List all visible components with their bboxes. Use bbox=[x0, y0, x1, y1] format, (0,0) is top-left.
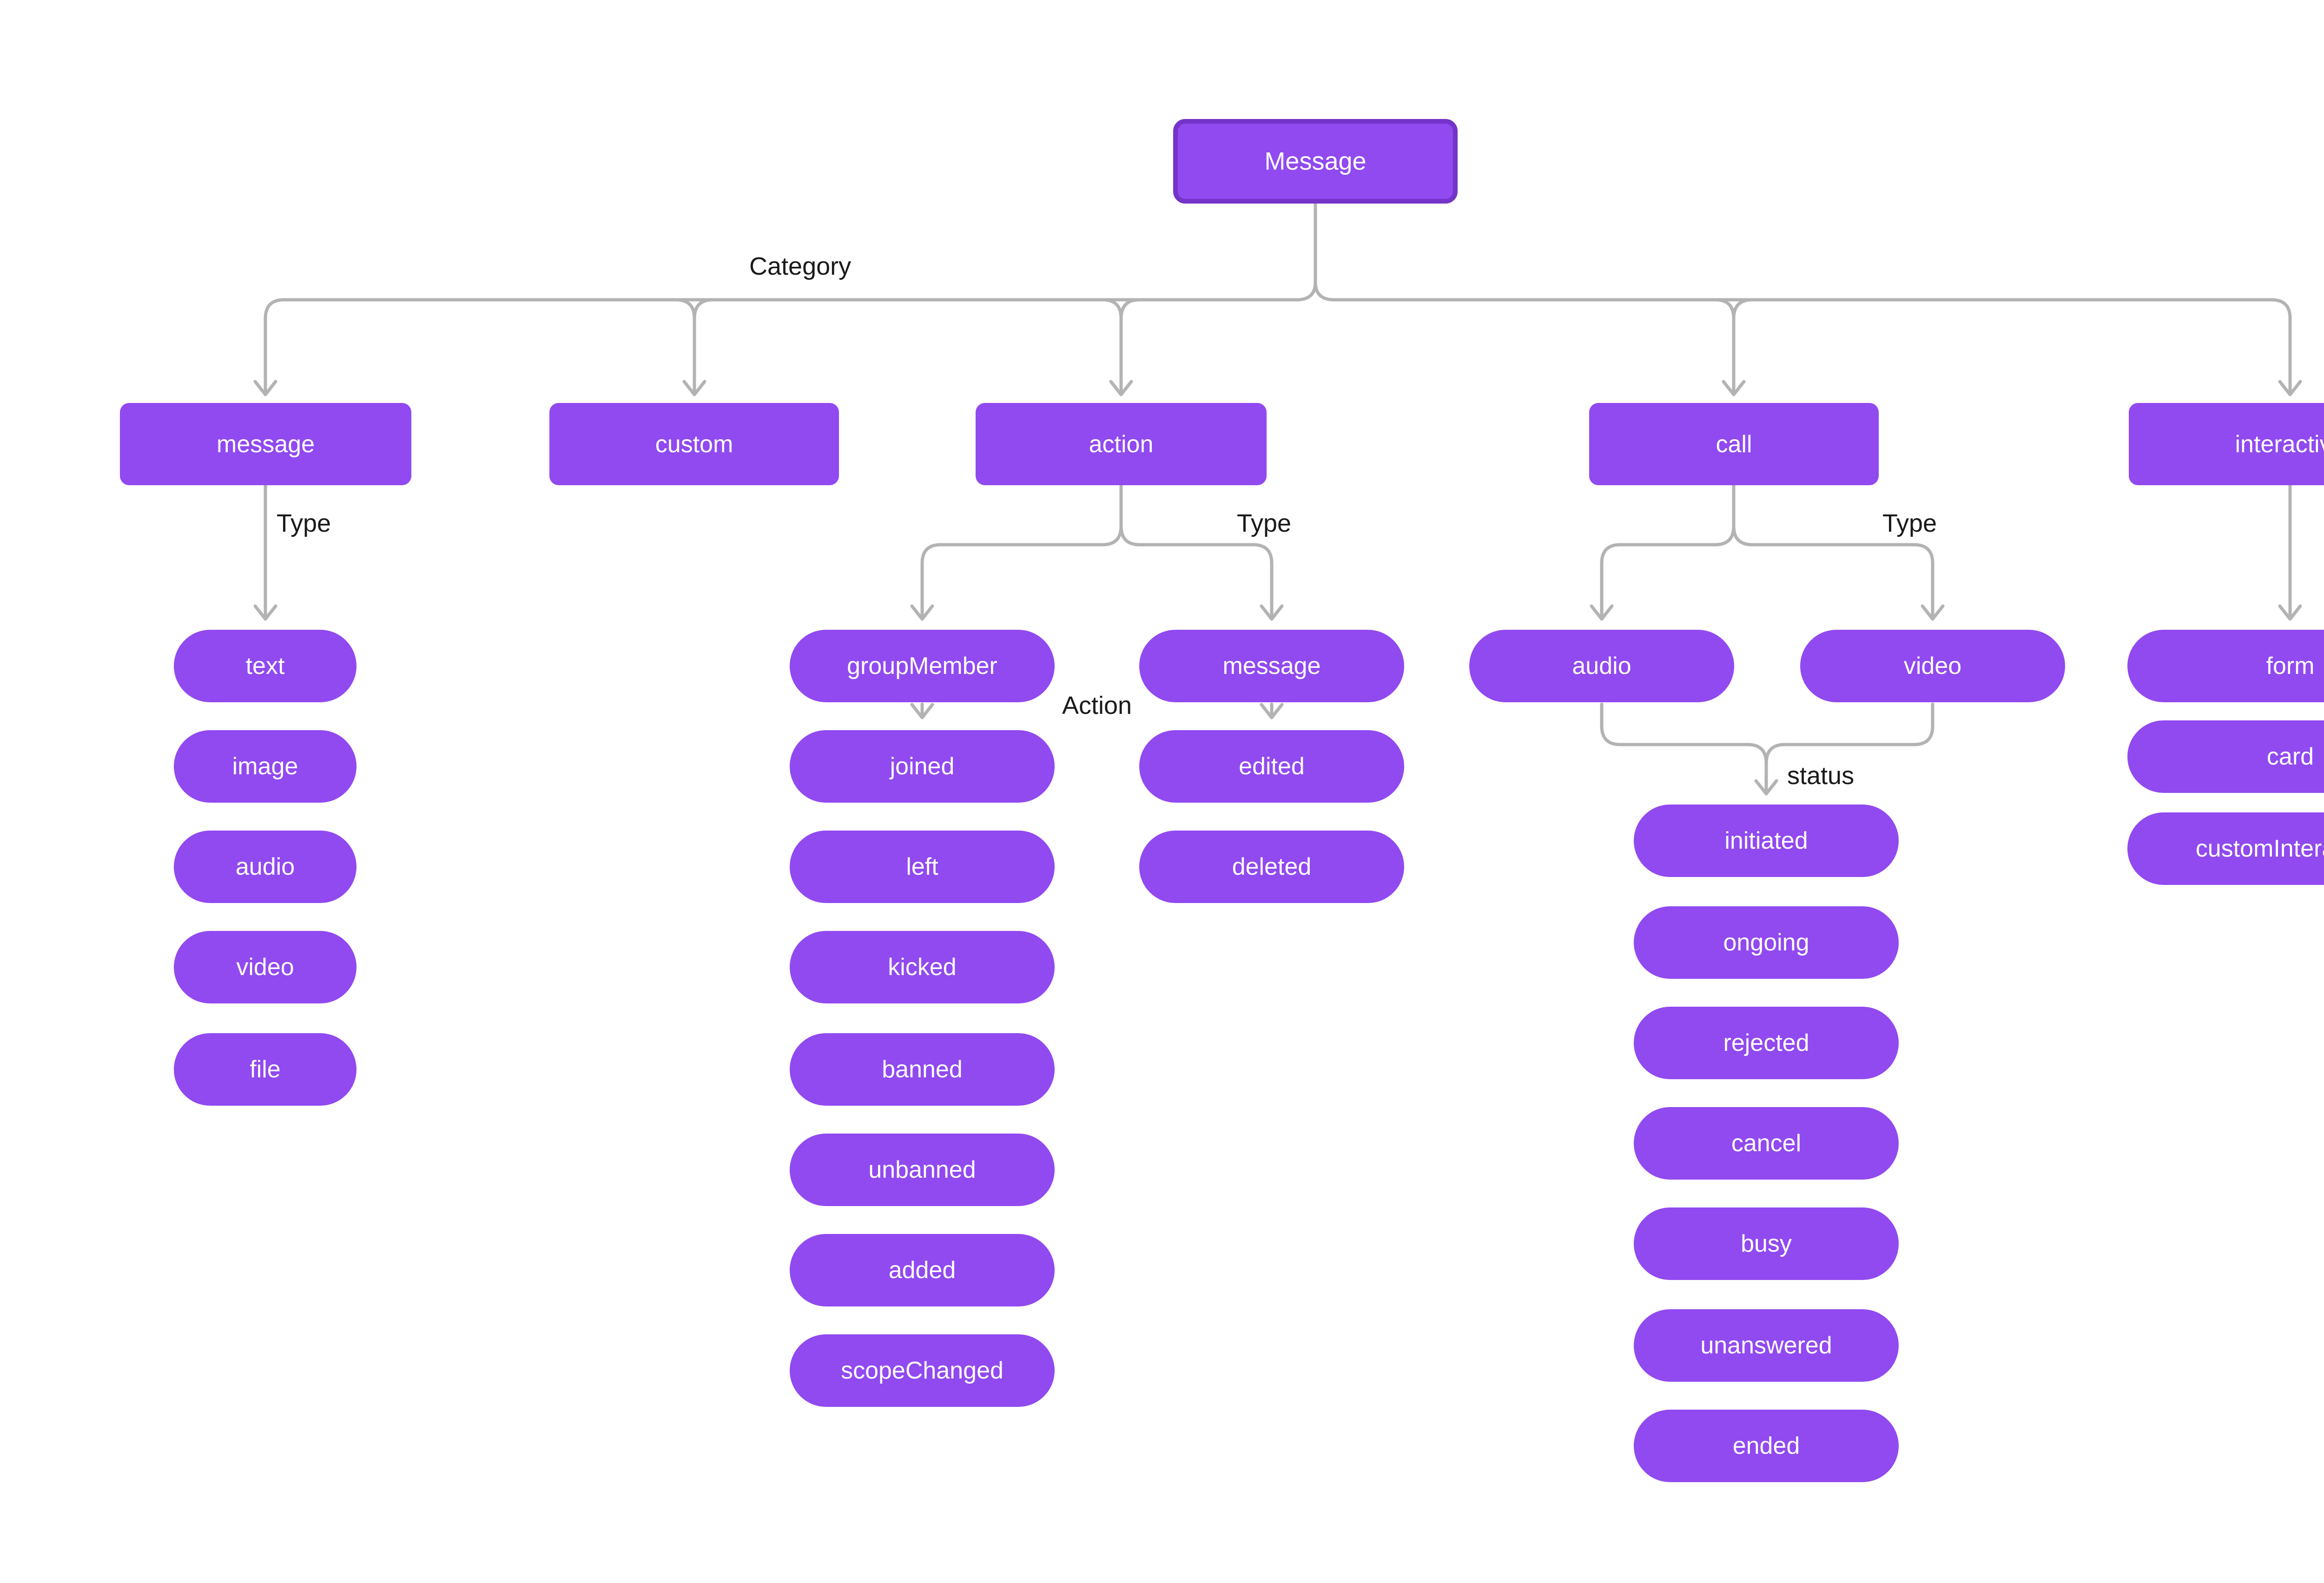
node-status-busy[interactable]: busy bbox=[1634, 1207, 1899, 1280]
node-actiontype-groupmember[interactable]: groupMember bbox=[790, 630, 1055, 702]
edge-label-type-message: Type bbox=[277, 509, 331, 537]
edge-action-to-types bbox=[910, 483, 1284, 621]
node-category-call[interactable]: call bbox=[1589, 403, 1879, 485]
node-type-text[interactable]: text bbox=[174, 630, 357, 702]
edge-groupmember-to-actions bbox=[910, 702, 934, 719]
node-action-joined[interactable]: joined bbox=[790, 730, 1055, 803]
edge-label-type-call: Type bbox=[1882, 509, 1937, 537]
edge-actionmessage-to-actions bbox=[1260, 702, 1284, 719]
edge-label-action: Action bbox=[1062, 692, 1132, 719]
node-status-ongoing[interactable]: ongoing bbox=[1634, 906, 1899, 979]
node-calltype-audio[interactable]: audio bbox=[1469, 630, 1734, 702]
node-action-scopechanged[interactable]: scopeChanged bbox=[790, 1334, 1055, 1407]
edge-root-to-categories bbox=[264, 203, 2292, 395]
node-category-custom[interactable]: custom bbox=[549, 403, 839, 485]
node-root-message[interactable]: Message bbox=[1173, 119, 1458, 204]
node-status-ended[interactable]: ended bbox=[1634, 1410, 1899, 1482]
node-actiontype-message[interactable]: message bbox=[1139, 630, 1404, 702]
node-status-rejected[interactable]: rejected bbox=[1634, 1007, 1899, 1079]
node-action-added[interactable]: added bbox=[790, 1234, 1055, 1306]
edge-call-to-types bbox=[1590, 483, 1945, 621]
node-type-image[interactable]: image bbox=[174, 730, 357, 803]
node-type-file[interactable]: file bbox=[174, 1033, 357, 1106]
node-type-video[interactable]: video bbox=[174, 931, 357, 1003]
node-type-audio[interactable]: audio bbox=[174, 831, 357, 903]
node-action-left[interactable]: left bbox=[790, 831, 1055, 903]
node-calltype-video[interactable]: video bbox=[1800, 630, 2065, 702]
node-status-initiated[interactable]: initiated bbox=[1634, 805, 1899, 877]
node-category-interactive[interactable]: interactive bbox=[2129, 403, 2324, 485]
node-action-unbanned[interactable]: unbanned bbox=[790, 1134, 1055, 1206]
node-category-action[interactable]: action bbox=[976, 403, 1267, 485]
edge-label-type-action: Type bbox=[1237, 509, 1292, 537]
node-action-banned[interactable]: banned bbox=[790, 1033, 1055, 1106]
node-action-edited[interactable]: edited bbox=[1139, 730, 1404, 803]
node-interactivetype-form[interactable]: form bbox=[2127, 630, 2324, 702]
edge-message-to-types bbox=[253, 483, 277, 621]
node-interactivetype-card[interactable]: card bbox=[2127, 720, 2324, 793]
edge-interactive-to-types bbox=[2278, 483, 2302, 621]
edge-label-category: Category bbox=[749, 252, 852, 280]
node-action-deleted[interactable]: deleted bbox=[1139, 831, 1404, 903]
node-status-cancel[interactable]: cancel bbox=[1634, 1107, 1899, 1180]
node-category-message[interactable]: message bbox=[120, 403, 411, 485]
node-action-kicked[interactable]: kicked bbox=[790, 931, 1055, 1003]
node-interactivetype-custominteractive[interactable]: customInteractive bbox=[2127, 812, 2324, 885]
arrowheads-category-row bbox=[253, 380, 2302, 396]
edge-label-status: status bbox=[1787, 762, 1855, 790]
node-status-unanswered[interactable]: unanswered bbox=[1634, 1309, 1899, 1382]
edge-calltypes-to-status bbox=[1600, 702, 1934, 796]
